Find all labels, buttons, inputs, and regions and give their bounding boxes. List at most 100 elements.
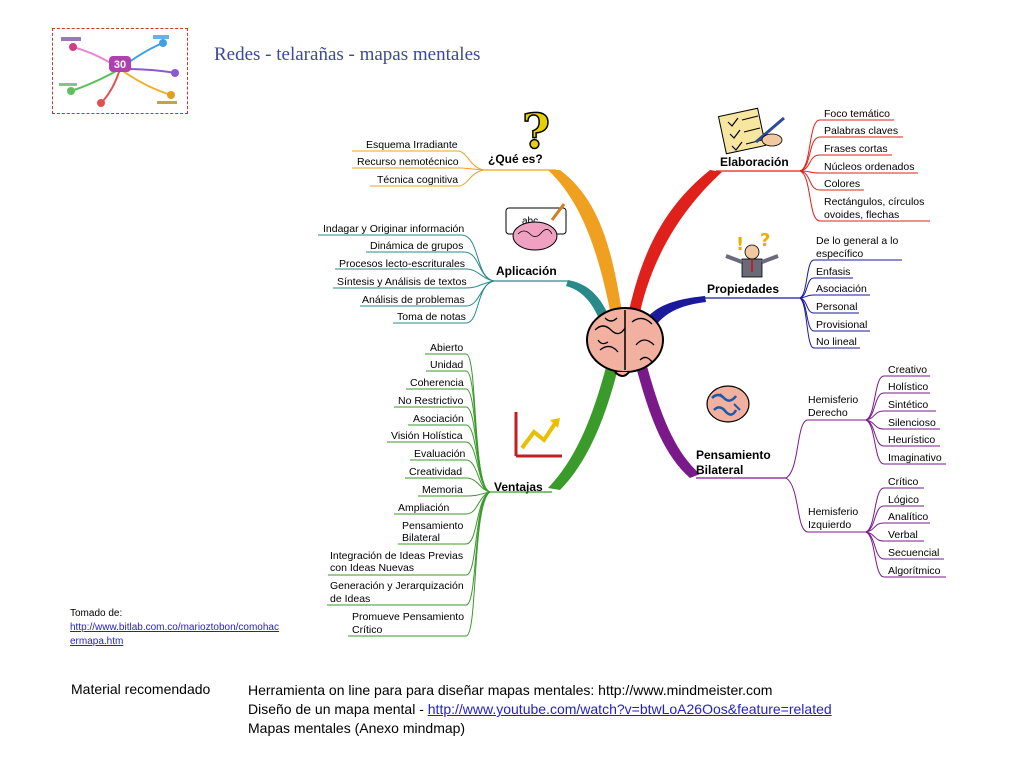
propiedades-item: Enfasis: [816, 266, 850, 278]
aplicacion-group: abc Aplicación Indagar y Originar inform…: [318, 203, 568, 324]
bilateral-group: Pensamiento Bilateral Hemisferio Derecho…: [696, 364, 946, 578]
hemisferio-izquierdo-title: Izquierdo: [808, 519, 851, 531]
ventajas-item: Asociación: [413, 413, 464, 425]
que-es-item: Recurso nemotécnico: [357, 156, 459, 168]
svg-text:?: ?: [760, 230, 770, 251]
brain-hemispheres-icon: [706, 385, 750, 423]
ventajas-item: Creatividad: [409, 466, 462, 478]
que-es-group: ? ¿Qué es? Esquema Irradiante Recurso ne…: [352, 103, 556, 187]
ventajas-item: Bilateral: [402, 532, 440, 544]
svg-text:?: ?: [522, 104, 550, 160]
recommended-line-3: Mapas mentales (Anexo mindmap): [248, 720, 466, 736]
aplicacion-item: Dinámica de grupos: [370, 240, 463, 252]
derecho-item: Creativo: [888, 364, 927, 376]
hemisferio-izquierdo-title: Hemisferio: [808, 506, 858, 518]
source-note: Tomado de: http://www.bitlab.com.co/mari…: [70, 607, 280, 649]
propiedades-group: ! ? Propiedades De lo general a lo espec…: [705, 230, 902, 349]
source-link[interactable]: http://www.bitlab.com.co/marioztobon/com…: [70, 622, 279, 647]
derecho-item: Heurístico: [888, 434, 935, 446]
question-mark-icon: ?: [521, 103, 551, 161]
recommended-line-2: Diseño de un mapa mental - http://www.yo…: [248, 700, 832, 719]
growth-chart-icon: [514, 412, 562, 458]
thumbnail-badge: 30: [114, 59, 126, 71]
ventajas-item: Evaluación: [414, 448, 466, 460]
aplicacion-item: Indagar y Originar información: [323, 223, 464, 235]
recommended-label: Material recomendado: [71, 681, 211, 697]
thinking-person-icon: ! ?: [725, 230, 779, 278]
ventajas-item: Memoria: [422, 484, 463, 496]
thumbnail-image: 30: [59, 35, 179, 107]
izquierdo-item: Lógico: [888, 494, 919, 506]
mindmap-thumbnail: 30: [52, 28, 188, 114]
propiedades-item: Personal: [816, 301, 857, 313]
elaboracion-item: Foco temático: [824, 108, 890, 120]
ventajas-item: de Ideas: [330, 593, 370, 605]
svg-text:abc: abc: [522, 216, 538, 227]
que-es-item: Técnica cognitiva: [377, 174, 458, 186]
ventajas-title: Ventajas: [494, 480, 543, 494]
ventajas-item: Coherencia: [410, 377, 464, 389]
elaboracion-item: Colores: [824, 178, 860, 190]
elaboracion-item: Rectángulos, círculos: [824, 196, 924, 208]
aplicacion-item: Procesos lecto-escriturales: [339, 258, 465, 270]
elaboracion-item: Frases cortas: [824, 143, 888, 155]
checklist-icon: [717, 107, 785, 155]
izquierdo-item: Secuencial: [888, 547, 939, 559]
ventajas-item: Integración de Ideas Previas: [330, 550, 463, 562]
central-brain-icon: [586, 307, 664, 377]
elaboracion-item: Palabras claves: [824, 125, 898, 137]
izquierdo-item: Crítico: [888, 476, 918, 488]
elaboracion-group: Elaboración Foco temático Palabras clave…: [716, 107, 930, 222]
propiedades-item: Asociación: [816, 283, 867, 295]
ventajas-item: Unidad: [430, 359, 463, 371]
branch-elaboracion: [628, 170, 722, 322]
elaboracion-item: Núcleos ordenados: [824, 161, 914, 173]
recommended-list: Herramienta on line para para diseñar ma…: [248, 681, 832, 738]
derecho-item: Silencioso: [888, 417, 936, 429]
propiedades-item: Provisional: [816, 319, 867, 331]
ventajas-item: Generación y Jerarquización: [330, 580, 464, 592]
propiedades-item: De lo general a lo: [816, 235, 898, 247]
izquierdo-item: Analítico: [888, 511, 928, 523]
brain-writing-icon: abc: [505, 203, 567, 251]
branch-que-es: [548, 170, 622, 320]
ventajas-item: Abierto: [430, 342, 463, 354]
ventajas-item: No Restrictivo: [398, 395, 464, 407]
izquierdo-item: Verbal: [888, 529, 918, 541]
aplicacion-item: Toma de notas: [397, 311, 466, 323]
propiedades-item: No lineal: [816, 336, 857, 348]
derecho-item: Sintético: [888, 399, 928, 411]
youtube-link[interactable]: http://www.youtube.com/watch?v=btwLoA26O…: [427, 701, 832, 717]
bilateral-title: Pensamiento: [696, 448, 771, 462]
hemisferio-derecho-title: Derecho: [808, 407, 848, 419]
svg-text:!: !: [736, 234, 744, 255]
recommended-line-2-prefix: Diseño de un mapa mental -: [248, 701, 428, 717]
ventajas-item: Ampliación: [398, 502, 450, 514]
derecho-item: Imaginativo: [888, 452, 942, 464]
propiedades-title: Propiedades: [707, 282, 779, 296]
elaboracion-title: Elaboración: [720, 155, 789, 169]
page-title: Redes - telarañas - mapas mentales: [214, 44, 481, 65]
izquierdo-item: Algorítmico: [888, 565, 941, 577]
que-es-title: ¿Qué es?: [488, 152, 543, 166]
ventajas-item: Pensamiento: [402, 520, 463, 532]
aplicacion-item: Análisis de problemas: [362, 294, 465, 306]
que-es-item: Esquema Irradiante: [366, 139, 458, 151]
branch-bilateral: [632, 348, 700, 478]
source-label: Tomado de:: [70, 608, 123, 619]
derecho-item: Holístico: [888, 381, 928, 393]
bilateral-title: Bilateral: [696, 463, 743, 477]
ventajas-item: Visión Holística: [391, 430, 463, 442]
ventajas-item: con Ideas Nuevas: [330, 562, 414, 574]
recommended-line-1: Herramienta on line para para diseñar ma…: [248, 682, 773, 698]
ventajas-item: Promueve Pensamiento: [352, 611, 464, 623]
ventajas-item: Crítico: [352, 624, 382, 636]
ventajas-group: Ventajas Abierto Unidad Coherencia No Re…: [327, 342, 562, 637]
aplicacion-item: Síntesis y Análisis de textos: [337, 276, 467, 288]
elaboracion-item: ovoides, flechas: [824, 209, 899, 221]
hemisferio-derecho-title: Hemisferio: [808, 394, 858, 406]
aplicacion-title: Aplicación: [496, 264, 557, 278]
branch-ventajas: [548, 345, 622, 490]
propiedades-item: específico: [816, 248, 863, 260]
